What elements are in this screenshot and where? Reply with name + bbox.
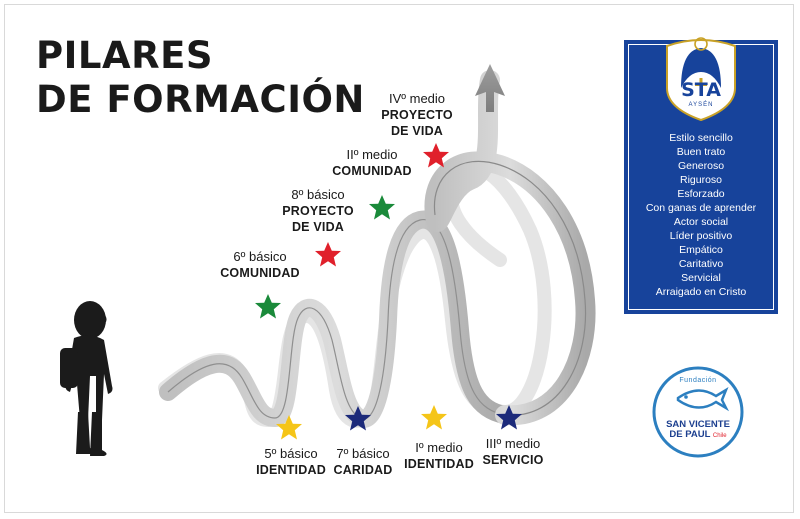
stage-pillar: IDENTIDAD: [404, 457, 474, 471]
stage-pillar-line-2: DE VIDA: [291, 220, 345, 234]
star-icon: [369, 195, 395, 220]
star-icon: [496, 405, 522, 430]
foundation-name: SAN VICENTE DE PAUL Chile: [643, 420, 753, 441]
value-item: Riguroso: [679, 174, 723, 186]
foundation-text: Fundación: [643, 377, 753, 384]
star-6-basico: [255, 294, 281, 319]
cross-icon: [695, 78, 707, 96]
foundation-country: Chile: [712, 433, 727, 439]
title-line-1: PILARES: [36, 34, 214, 77]
stage-pillar: PROYECTO: [282, 204, 354, 218]
stage-level: Iº medio: [415, 440, 463, 455]
school-logo-subtitle: AYSÉN: [689, 101, 714, 108]
star-8-basico: [315, 242, 341, 267]
stage-iii-medio: IIIº medio SERVICIO: [468, 436, 558, 468]
star-icon: [423, 143, 449, 168]
school-logo: STA AYSÉN: [666, 37, 736, 122]
stage-ii-medio: IIº medio COMUNIDAD: [322, 147, 422, 179]
stage-pillar-line-2: DE VIDA: [390, 124, 444, 138]
stage-pillar: COMUNIDAD: [332, 164, 412, 178]
stage-pillar: SERVICIO: [482, 453, 544, 467]
value-item: Buen trato: [676, 146, 726, 158]
stage-pillar: PROYECTO: [381, 108, 453, 122]
value-item: Generoso: [677, 160, 725, 172]
child-silhouette-icon: [60, 301, 113, 456]
value-item: Con ganas de aprender: [645, 202, 757, 214]
foundation-top: Fundación: [679, 377, 717, 384]
stage-iv-medio: IVº medio PROYECTO DE VIDA: [372, 91, 462, 139]
stage-i-medio: Iº medio IDENTIDAD: [392, 440, 486, 472]
star-icon: [345, 406, 371, 431]
value-item: Empático: [679, 244, 723, 256]
star-iii-medio: [496, 405, 522, 430]
value-item: Servicial: [681, 272, 721, 284]
page-frame: [4, 4, 794, 513]
star-i-medio: [421, 405, 447, 430]
stage-level: IIIº medio: [485, 436, 541, 451]
star-icon: [276, 415, 302, 440]
stage-5-basico: 5º básico IDENTIDAD: [246, 446, 336, 478]
stage-level: IIº medio: [346, 147, 398, 162]
page-title: PILARES DE FORMACIÓN: [36, 34, 365, 122]
foundation-name-line-2-row: DE PAUL Chile: [643, 430, 753, 441]
stage-level: 7º básico: [336, 446, 390, 461]
value-item: Líder positivo: [669, 230, 733, 242]
stage-pillar: IDENTIDAD: [256, 463, 326, 477]
values-list: Estilo sencillo Buen trato Generoso Rigu…: [626, 131, 776, 299]
value-item: Caritativo: [678, 258, 724, 270]
stage-6-basico: 6º básico COMUNIDAD: [210, 249, 310, 281]
star-icon: [315, 242, 341, 267]
stage-level: IVº medio: [388, 91, 446, 106]
value-item: Estilo sencillo: [669, 132, 733, 144]
foundation-name-line-1: SAN VICENTE: [666, 419, 730, 430]
foundation-logo: [652, 366, 744, 458]
stage-level: 5º básico: [264, 446, 318, 461]
stage-pillar: CARIDAD: [333, 463, 393, 477]
value-item: Actor social: [673, 216, 729, 228]
stage-level: 6º básico: [233, 249, 287, 264]
stage-level: 8º básico: [291, 187, 345, 202]
stage-7-basico: 7º básico CARIDAD: [318, 446, 408, 478]
star-iv-medio: [423, 143, 449, 168]
title-line-2: DE FORMACIÓN: [36, 78, 365, 121]
value-item: Esforzado: [677, 188, 725, 200]
foundation-name-line-2: DE PAUL: [669, 429, 711, 440]
school-logo-letters: STA: [681, 79, 721, 101]
star-icon: [421, 405, 447, 430]
fish-icon: [676, 387, 730, 412]
stage-8-basico: 8º básico PROYECTO DE VIDA: [273, 187, 363, 235]
value-item: Arraigado en Cristo: [655, 286, 747, 298]
star-icon: [255, 294, 281, 319]
stage-pillar: COMUNIDAD: [220, 266, 300, 280]
star-ii-medio: [369, 195, 395, 220]
star-7-basico: [345, 406, 371, 431]
star-5-basico: [276, 415, 302, 440]
